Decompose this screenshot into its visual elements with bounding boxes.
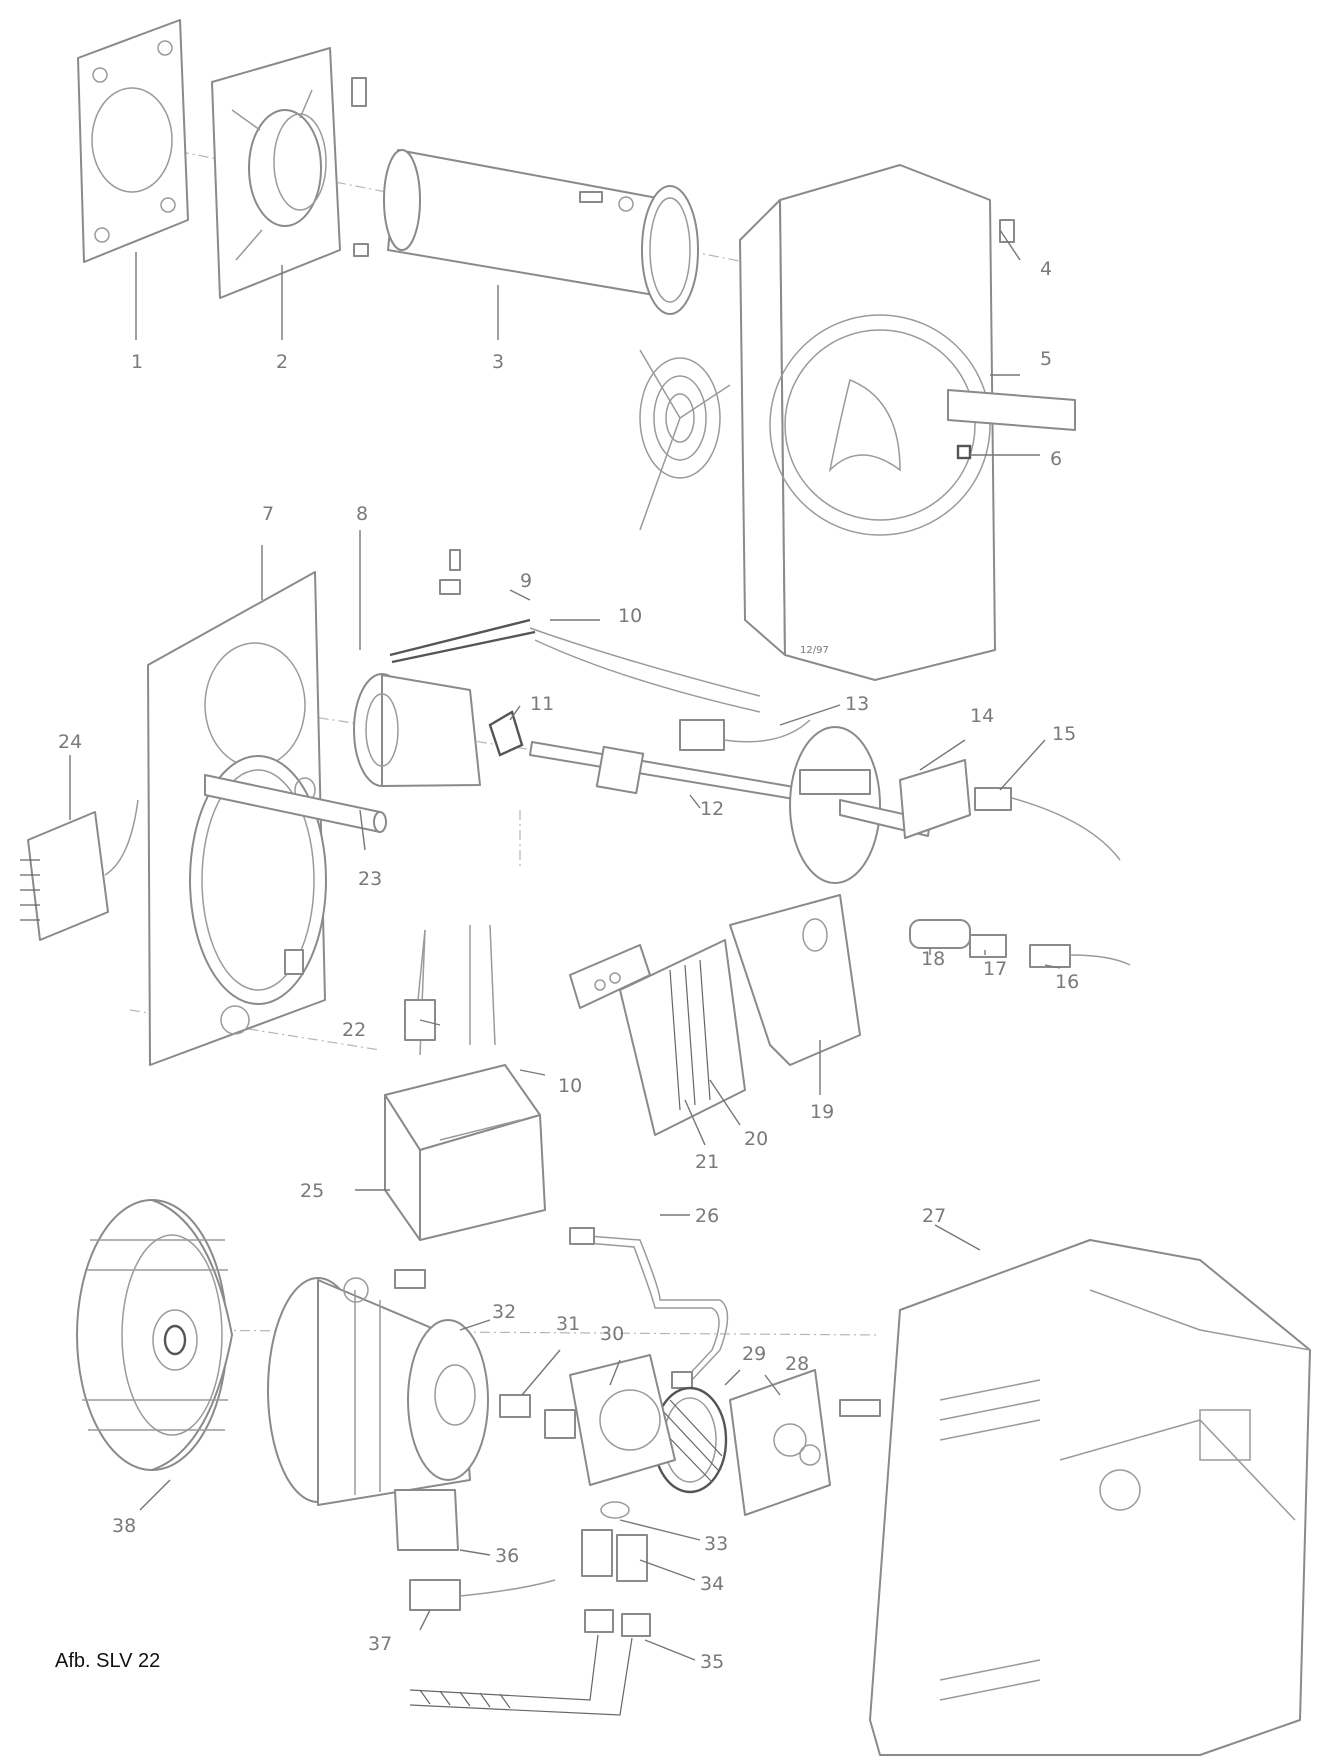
label-24: 24 (58, 731, 82, 753)
part-31-coupling (499, 1394, 531, 1418)
label-10-upper: 10 (618, 605, 642, 627)
part-32-motor (267, 1269, 489, 1506)
label-4: 4 (1040, 258, 1052, 280)
label-6: 6 (1050, 448, 1062, 470)
label-30: 30 (600, 1323, 624, 1345)
part-23-tube (204, 774, 387, 833)
figure-caption: Afb. SLV 22 (55, 1650, 160, 1672)
label-16: 16 (1055, 971, 1079, 993)
label-13: 13 (845, 693, 869, 715)
part-3-blast-tube (383, 149, 699, 315)
part-15-plug (974, 787, 1121, 861)
part-7-mounting-plate (147, 571, 327, 1066)
part-34-fittings (581, 1529, 648, 1582)
label-31: 31 (556, 1313, 580, 1335)
label-19: 19 (810, 1101, 834, 1123)
part-1-gasket (77, 19, 189, 263)
part-22-connector (404, 929, 436, 1041)
housing-code-text: 12/97 (800, 645, 829, 656)
part-30-oil-pump (544, 1354, 676, 1486)
label-32: 32 (492, 1301, 516, 1323)
label-1: 1 (131, 351, 143, 373)
part-37-connector (409, 1579, 556, 1611)
part-12-nozzle-line (529, 741, 801, 801)
part-21-bracket (569, 944, 651, 1009)
part-25-ignition-transformer (384, 1064, 546, 1241)
label-20: 20 (744, 1128, 768, 1150)
label-25: 25 (300, 1180, 324, 1202)
label-11: 11 (530, 693, 554, 715)
label-21: 21 (695, 1151, 719, 1173)
part-19-cover (729, 894, 861, 1066)
leader-lines (69, 229, 1061, 1661)
part-10-ignition-cables (419, 627, 761, 1056)
label-38: 38 (112, 1515, 136, 1537)
label-12: 12 (700, 798, 724, 820)
label-22: 22 (342, 1019, 366, 1041)
part-number-labels: 1 2 3 4 5 6 7 8 9 10 11 12 13 14 15 16 1… (58, 258, 1079, 1673)
part-26-oil-line (569, 1227, 729, 1389)
label-29: 29 (742, 1343, 766, 1365)
label-27: 27 (922, 1205, 946, 1227)
part-14-solenoid (899, 759, 971, 839)
part-17-connector (969, 934, 1007, 958)
part-13-connector (679, 719, 811, 751)
label-33: 33 (704, 1533, 728, 1555)
label-8: 8 (356, 503, 368, 525)
label-35: 35 (700, 1651, 724, 1673)
label-37: 37 (368, 1633, 392, 1655)
baffle-disc (639, 349, 731, 531)
part-27-hood (869, 1239, 1311, 1756)
label-3: 3 (492, 351, 504, 373)
part-16-plug (1029, 944, 1131, 968)
part-33-seal (600, 1501, 630, 1519)
label-14: 14 (970, 705, 994, 727)
label-10-lower: 10 (558, 1075, 582, 1097)
part-2-mounting-flange (211, 47, 369, 299)
part-8-burner-head (353, 673, 481, 787)
part-24-terminal-block (20, 799, 139, 941)
part-38-fan-wheel (76, 1199, 233, 1471)
part-9-electrodes (389, 549, 536, 664)
label-18: 18 (921, 948, 945, 970)
part-5-air-plate (947, 389, 1076, 431)
part-18-sleeve (909, 919, 971, 949)
part-6-nut (956, 444, 972, 460)
label-7: 7 (262, 503, 274, 525)
part-28-cover-plate (729, 1369, 881, 1516)
label-34: 34 (700, 1573, 724, 1595)
label-5: 5 (1040, 348, 1052, 370)
label-17: 17 (983, 958, 1007, 980)
part-35-hoses (409, 1609, 651, 1716)
label-15: 15 (1052, 723, 1076, 745)
part-4-fan-housing: 12/97 (739, 164, 1015, 681)
label-9: 9 (520, 570, 532, 592)
label-23: 23 (358, 868, 382, 890)
label-28: 28 (785, 1353, 809, 1375)
label-36: 36 (495, 1545, 519, 1567)
part-36-capacitor (394, 1489, 459, 1551)
part-11-nozzle (488, 710, 524, 757)
label-26: 26 (695, 1205, 719, 1227)
label-2: 2 (276, 351, 288, 373)
